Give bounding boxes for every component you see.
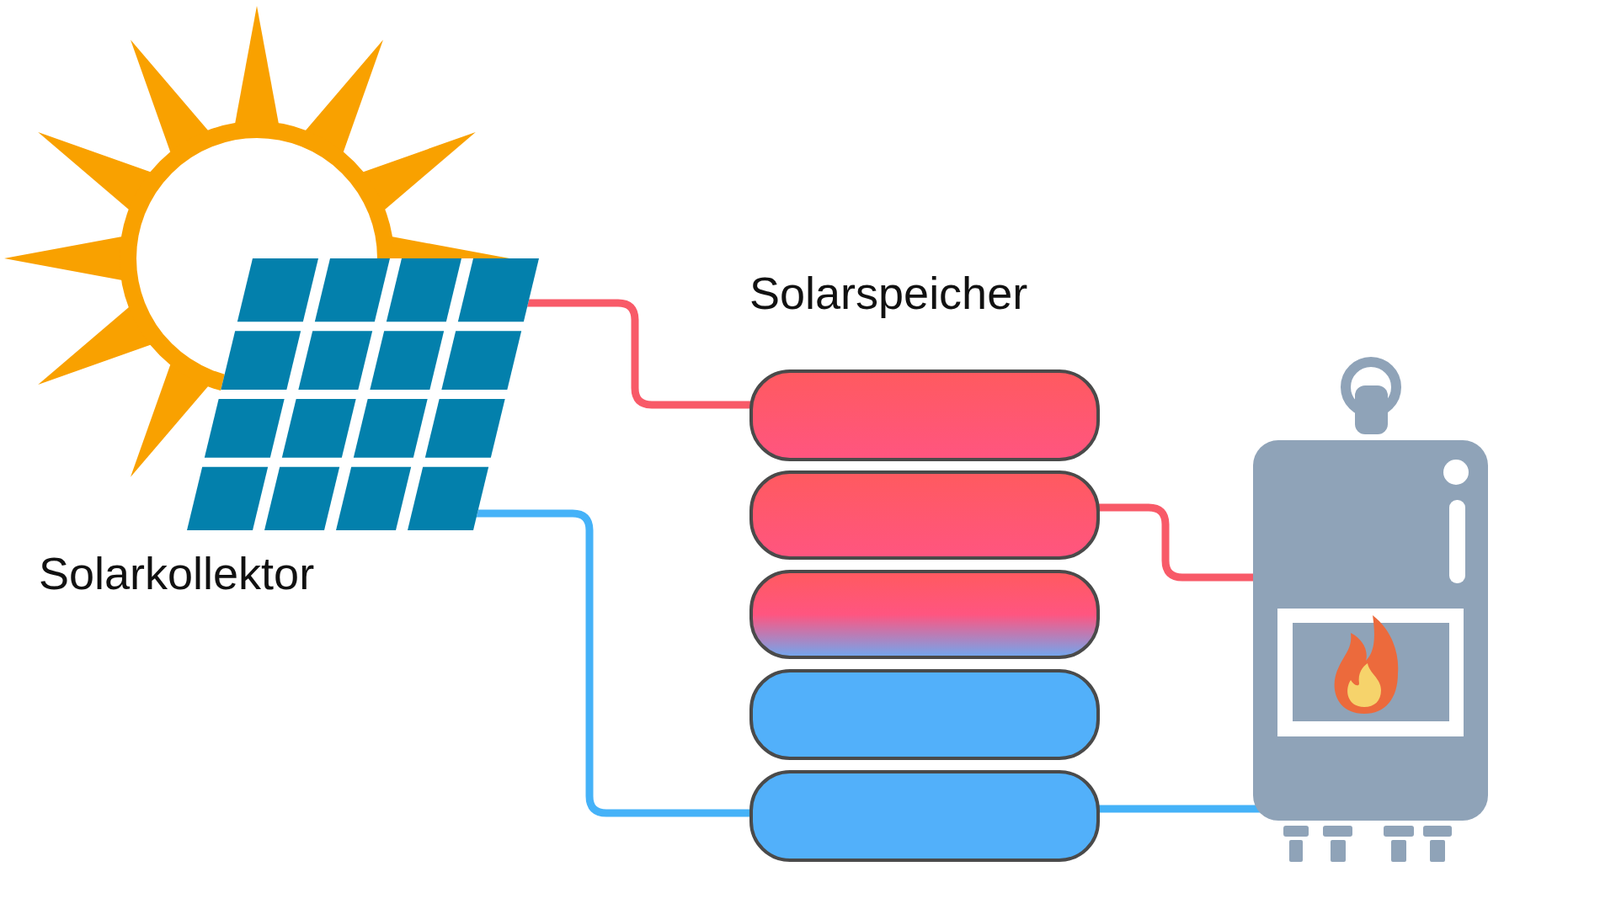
panel-cell — [353, 399, 428, 459]
panel-cell — [220, 330, 301, 390]
storage-layer — [751, 371, 1099, 460]
boiler-window-frame — [1277, 608, 1464, 737]
pipe — [522, 303, 752, 406]
solar-collector: Solarkollektor — [186, 258, 539, 531]
flame — [1334, 615, 1399, 715]
flame-core — [1347, 663, 1382, 708]
tank-shape — [749, 369, 1100, 863]
sun-ray — [4, 235, 126, 281]
storage-layer — [751, 772, 1099, 861]
panel-cell — [407, 467, 489, 531]
panel-shape — [186, 258, 539, 531]
panel-cell — [336, 467, 411, 531]
panel-cell — [425, 399, 506, 459]
panel-cell — [282, 399, 357, 459]
panel-cell — [264, 467, 340, 531]
component-label: Solarkollektor — [38, 549, 315, 599]
storage-layer — [751, 671, 1099, 759]
panel-cell — [386, 258, 462, 322]
panel-cell — [186, 467, 268, 531]
storage-layer — [751, 472, 1099, 559]
panel-cell — [204, 399, 285, 459]
panel-cell — [458, 258, 539, 322]
panel-cell — [369, 330, 444, 390]
pipe — [472, 513, 752, 814]
sun-ray — [234, 5, 279, 128]
boiler-knob — [1443, 459, 1469, 486]
panel-backing — [186, 258, 539, 531]
panel-cell — [237, 258, 319, 322]
solar-storage: Solarspeicher — [749, 369, 1100, 863]
component-label: Solarspeicher — [749, 268, 1028, 319]
storage-layer — [751, 571, 1099, 658]
panel-cell — [441, 330, 522, 390]
panel-cell — [314, 258, 390, 322]
chimney — [1354, 385, 1388, 435]
boiler-feet — [1283, 826, 1452, 863]
cold-pipe — [1086, 805, 1264, 814]
panel-cell — [298, 330, 373, 390]
boiler-body — [1253, 440, 1488, 822]
hot-pipe — [1086, 507, 1264, 578]
sun-rays — [4, 5, 510, 512]
boiler-gauge — [1449, 500, 1466, 584]
